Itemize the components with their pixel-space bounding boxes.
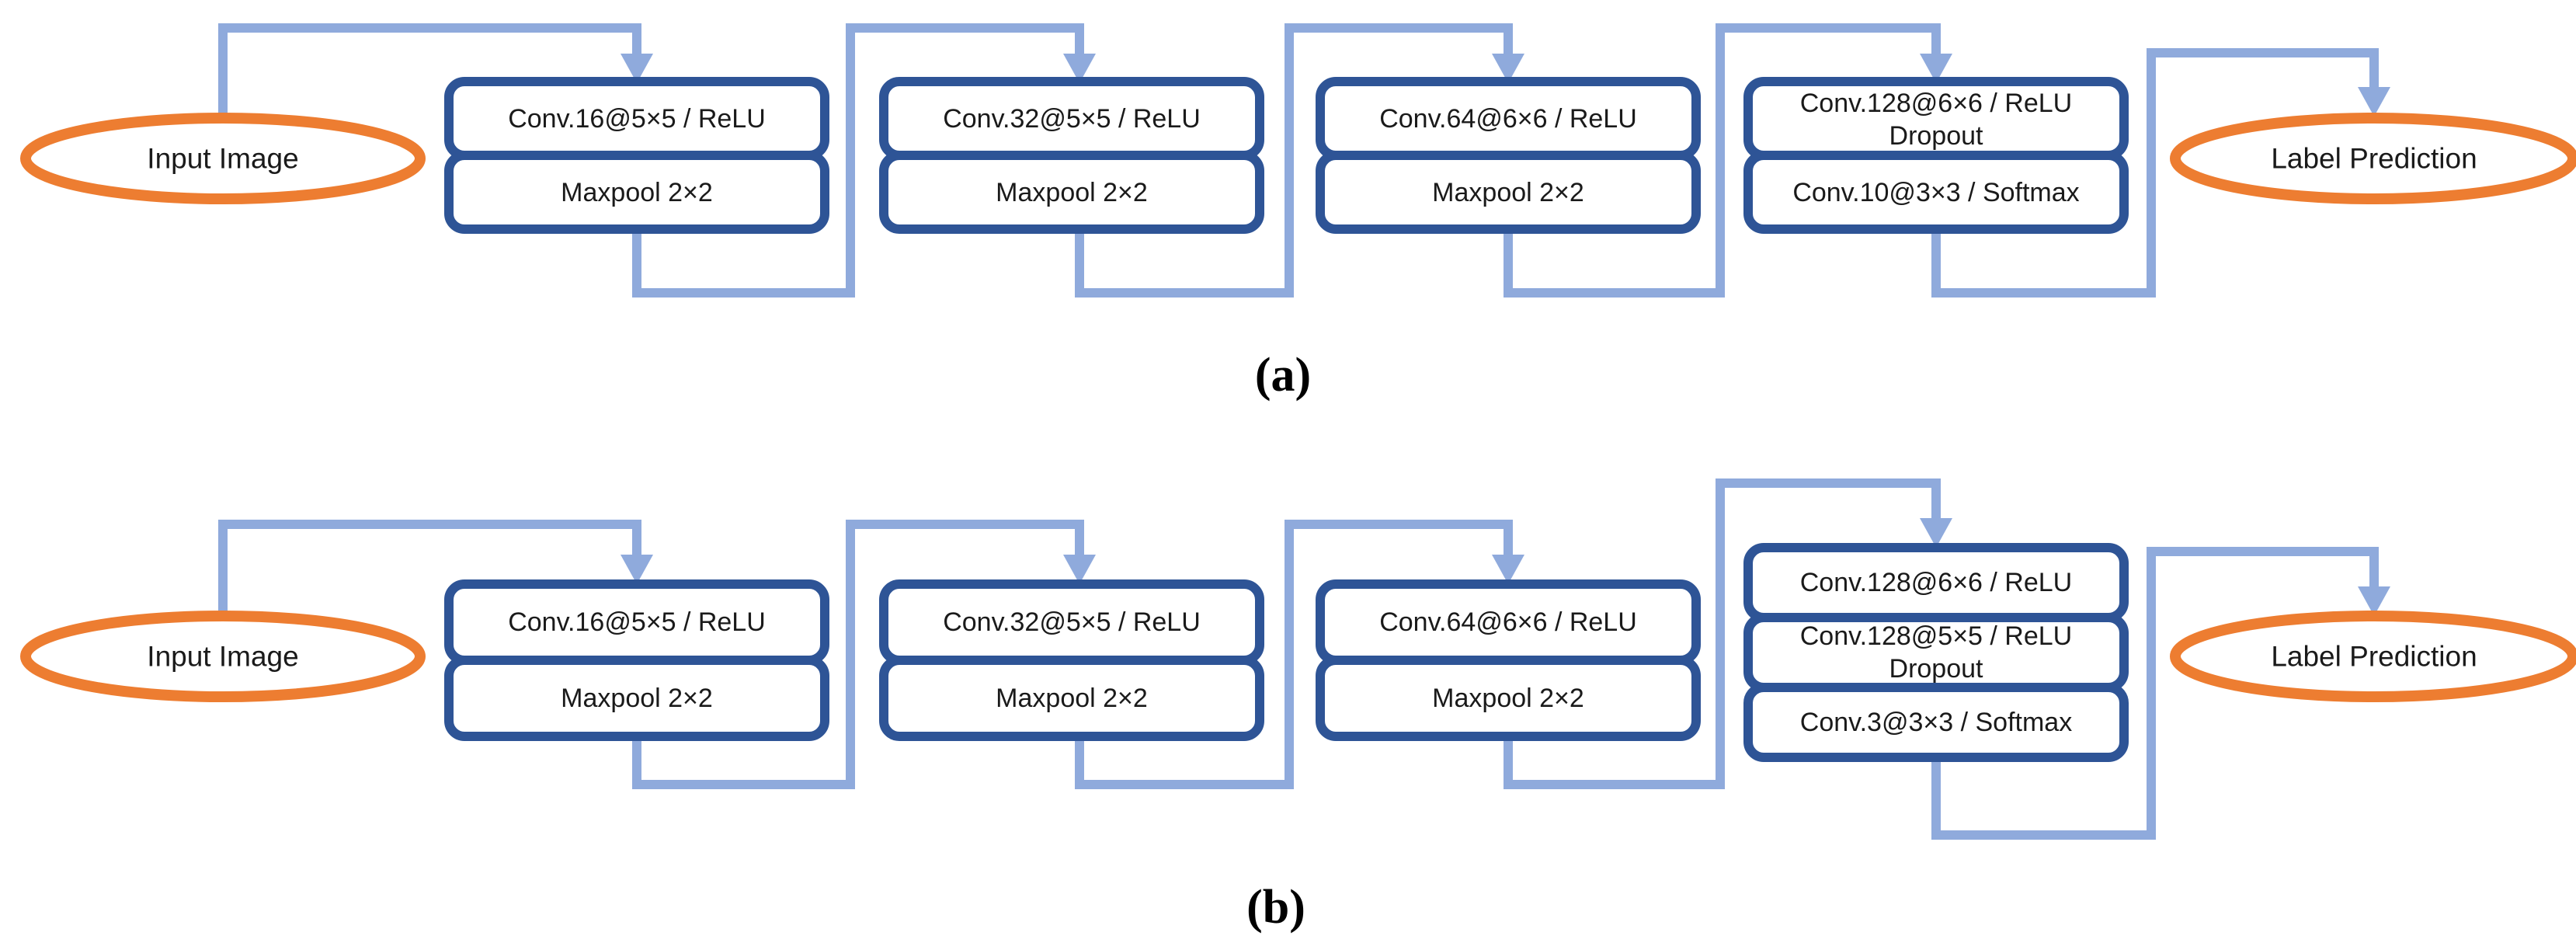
conv-dropout-label-line2: Dropout xyxy=(1889,654,1984,684)
arrow-down-icon xyxy=(1920,518,1952,548)
arrow-down-icon xyxy=(621,54,653,83)
label-prediction-node-b xyxy=(2170,611,2576,702)
connector-a-conv3-to-conv4 xyxy=(1504,23,1941,298)
label-prediction-label-b: Label Prediction xyxy=(2271,641,2477,673)
connector-b-conv4-to-output xyxy=(1931,547,2379,840)
conv-softmax-box xyxy=(1743,683,2129,762)
arrow-down-icon xyxy=(621,555,653,584)
layer-group-b1: Conv.16@5×5 / ReLU Maxpool 2×2 xyxy=(444,579,829,741)
layer-group-b2: Conv.32@5×5 / ReLU Maxpool 2×2 xyxy=(879,579,1264,741)
maxpool-box xyxy=(1316,656,1701,741)
connector-a-conv1-to-conv2 xyxy=(632,23,1084,298)
layer-group-b3: Conv.64@6×6 / ReLU Maxpool 2×2 xyxy=(1316,579,1701,741)
connector-b-conv2-to-conv3 xyxy=(1075,520,1513,789)
conv-dropout-label-line1: Conv.128@6×6 / ReLU xyxy=(1800,89,2072,118)
layer-group-a3: Conv.64@6×6 / ReLU Maxpool 2×2 xyxy=(1316,77,1701,234)
arrow-down-icon xyxy=(2358,87,2390,117)
layer-group-a1: Conv.16@5×5 / ReLU Maxpool 2×2 xyxy=(444,77,829,234)
conv-label: Conv.64@6×6 / ReLU xyxy=(1379,607,1637,637)
maxpool-label: Maxpool 2×2 xyxy=(1432,684,1584,713)
maxpool-box xyxy=(444,151,829,234)
connector-a-conv2-to-conv3 xyxy=(1075,23,1513,298)
conv-relu-label: Conv.128@6×6 / ReLU xyxy=(1800,568,2072,597)
input-image-node-b xyxy=(20,611,426,702)
conv-label: Conv.16@5×5 / ReLU xyxy=(508,607,766,637)
connector-b-conv1-to-conv2 xyxy=(632,520,1084,789)
arrow-down-icon xyxy=(1492,54,1524,83)
arrow-down-icon xyxy=(1063,54,1096,83)
conv-label: Conv.32@5×5 / ReLU xyxy=(943,607,1201,637)
maxpool-box xyxy=(879,656,1264,741)
conv-label: Conv.16@5×5 / ReLU xyxy=(508,104,766,134)
maxpool-label: Maxpool 2×2 xyxy=(561,684,713,713)
connector-b-conv3-to-conv4 xyxy=(1504,478,1941,789)
maxpool-box xyxy=(879,151,1264,234)
conv-dropout-label-line2: Dropout xyxy=(1889,121,1984,151)
arrow-down-icon xyxy=(1063,555,1096,584)
label-prediction-label-a: Label Prediction xyxy=(2271,143,2477,175)
arrow-down-icon xyxy=(1920,54,1952,83)
layer-group-a2: Conv.32@5×5 / ReLU Maxpool 2×2 xyxy=(879,77,1264,234)
maxpool-label: Maxpool 2×2 xyxy=(1432,178,1584,207)
conv-dropout-label-line1: Conv.128@5×5 / ReLU xyxy=(1800,621,2072,651)
connector-a-input-to-conv1 xyxy=(218,23,641,118)
conv-softmax-label: Conv.3@3×3 / Softmax xyxy=(1800,708,2072,737)
maxpool-box xyxy=(444,656,829,741)
diagram-a: Input Image Conv.16@5×5 / ReLU Maxpool 2… xyxy=(20,23,2576,402)
conv-softmax-label: Conv.10@3×3 / Softmax xyxy=(1792,178,2079,207)
layer-group-b4: Conv.128@6×6 / ReLU Conv.128@5×5 / ReLU … xyxy=(1743,543,2129,762)
input-image-label-a: Input Image xyxy=(147,143,298,175)
connector-b-input-to-conv1 xyxy=(218,520,641,618)
conv-label: Conv.32@5×5 / ReLU xyxy=(943,104,1201,134)
maxpool-label: Maxpool 2×2 xyxy=(561,178,713,207)
maxpool-label: Maxpool 2×2 xyxy=(996,178,1148,207)
diagram-b: Input Image Conv.16@5×5 / ReLU Maxpool 2… xyxy=(20,478,2576,934)
arrow-down-icon xyxy=(1492,555,1524,584)
input-image-node-a xyxy=(20,113,426,204)
connector-a-conv4-to-output xyxy=(1931,48,2379,298)
conv-label: Conv.64@6×6 / ReLU xyxy=(1379,104,1637,134)
label-prediction-node-a xyxy=(2170,113,2576,204)
maxpool-label: Maxpool 2×2 xyxy=(996,684,1148,713)
conv-softmax-box xyxy=(1743,151,2129,234)
input-image-label-b: Input Image xyxy=(147,641,298,673)
layer-group-a4: Conv.128@6×6 / ReLU Dropout Conv.10@3×3 … xyxy=(1743,77,2129,234)
arrow-down-icon xyxy=(2358,586,2390,616)
maxpool-box xyxy=(1316,151,1701,234)
caption-a: (a) xyxy=(1255,349,1311,402)
caption-b: (b) xyxy=(1246,881,1305,934)
